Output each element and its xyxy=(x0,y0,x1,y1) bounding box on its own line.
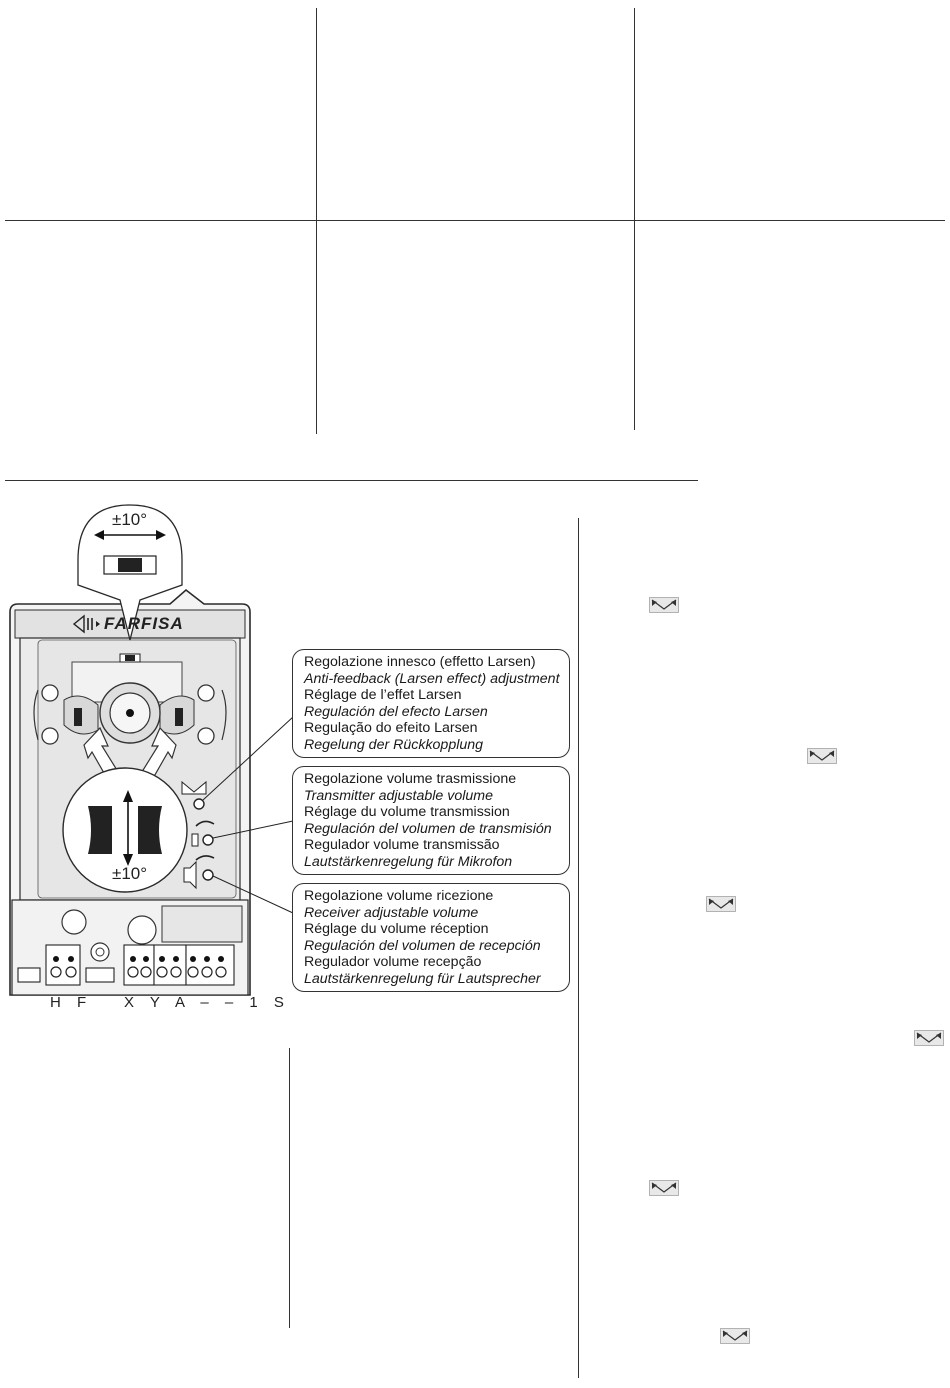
callout-line: Réglage de l’effet Larsen xyxy=(304,687,462,703)
callout-line: Regulación del volumen de recepción xyxy=(304,937,541,954)
callout-line: Regulador volume recepção xyxy=(304,954,482,970)
adjust-symbol-icon xyxy=(706,896,736,912)
section-divider xyxy=(5,480,698,481)
callout-line: Réglage du volume réception xyxy=(304,921,489,937)
brand-emblem-icon xyxy=(72,614,100,634)
callout-line: Regolazione innesco (effetto Larsen) xyxy=(304,654,536,670)
column-divider-bottom xyxy=(289,1048,290,1328)
adjust-symbol-icon xyxy=(914,1030,944,1046)
callout-line: Transmitter adjustable volume xyxy=(304,787,493,804)
terminal-label-right: X Y A – – 1 S xyxy=(124,994,290,1011)
callout-line: Anti-feedback (Larsen effect) adjustment xyxy=(304,670,560,687)
callout-line: Réglage du volume transmission xyxy=(304,804,510,820)
callout-larsen: Regolazione innesco (effetto Larsen) Ant… xyxy=(292,649,570,758)
column-divider-2-top xyxy=(634,8,635,430)
callout-line: Regolazione volume ricezione xyxy=(304,888,494,904)
callout-line: Lautstärkenregelung für Lautsprecher xyxy=(304,970,541,987)
brand-logo: FARFISA xyxy=(104,614,184,633)
column-divider-right xyxy=(578,518,579,1378)
top-divider xyxy=(5,220,945,221)
callout-line: Regulação do efeito Larsen xyxy=(304,720,478,736)
adjust-symbol-icon xyxy=(807,748,837,764)
callout-line: Regelung der Rückkopplung xyxy=(304,736,484,753)
device-diagram xyxy=(9,504,294,996)
adjust-symbol-icon xyxy=(649,1180,679,1196)
callout-line: Regulador volume transmissão xyxy=(304,837,500,853)
callout-line: Receiver adjustable volume xyxy=(304,904,479,921)
callout-line: Regulación del volumen de transmisión xyxy=(304,820,552,837)
callout-line: Regulación del efecto Larsen xyxy=(304,703,488,720)
adjust-symbol-icon xyxy=(649,597,679,613)
callout-receiver: Regolazione volume ricezione Receiver ad… xyxy=(292,883,570,992)
terminal-label-left: H F xyxy=(50,994,93,1011)
column-divider-1-top xyxy=(316,8,317,434)
callout-transmitter: Regolazione volume trasmissione Transmit… xyxy=(292,766,570,875)
side-angle-label: ±10° xyxy=(112,864,148,883)
adjust-symbol-icon xyxy=(720,1328,750,1344)
top-angle-label: ±10° xyxy=(112,510,148,529)
callout-line: Lautstärkenregelung für Mikrofon xyxy=(304,853,513,870)
callout-line: Regolazione volume trasmissione xyxy=(304,771,517,787)
